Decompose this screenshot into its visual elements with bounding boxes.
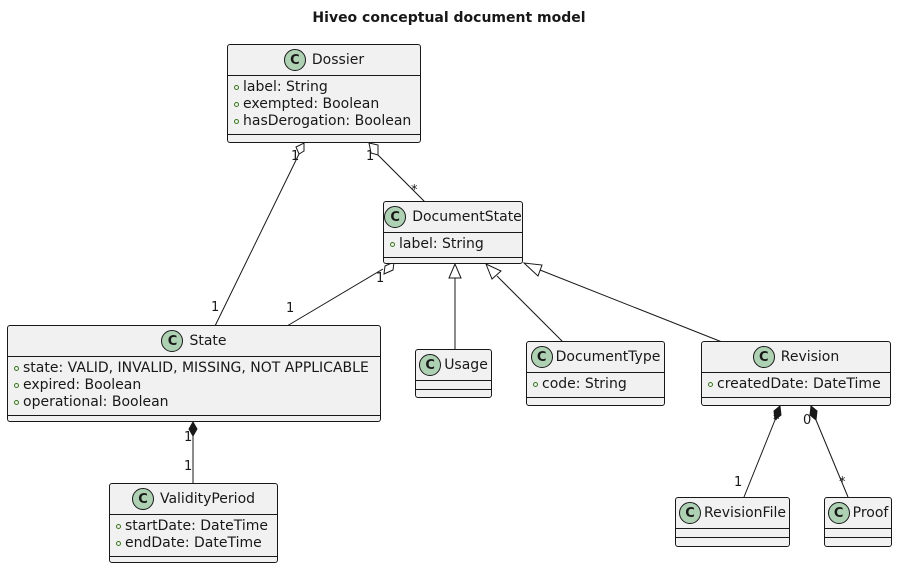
class-name: Proof	[852, 505, 889, 521]
aggregation-diamond-dossier-state	[295, 142, 305, 155]
mult-documentstate-state-to: 1	[286, 301, 295, 316]
class-state[interactable]: C State state: VALID, INVALID, MISSING, N…	[7, 325, 381, 422]
relation-revision-documentstate	[539, 269, 723, 343]
class-attribute: label: String	[390, 236, 516, 253]
public-visibility-icon	[14, 400, 19, 405]
inheritance-arrow-revision	[522, 262, 543, 277]
class-name: DocumentState	[412, 209, 522, 225]
public-visibility-icon	[234, 85, 239, 90]
class-attribute: endDate: DateTime	[116, 535, 271, 552]
class-validityperiod[interactable]: C ValidityPeriod startDate: DateTime endD…	[109, 483, 278, 563]
relation-dossier-state	[214, 153, 300, 327]
class-name: DocumentType	[555, 349, 661, 365]
class-icon: C	[530, 346, 553, 368]
composition-diamond-revision-proof	[809, 405, 818, 421]
class-icon: C	[384, 206, 407, 228]
public-visibility-icon	[14, 383, 19, 388]
attributes-compartment	[676, 528, 789, 537]
class-icon: C	[752, 346, 775, 368]
class-name: Usage	[444, 357, 488, 373]
diagram-title: Hiveo conceptual document model	[312, 10, 586, 26]
public-visibility-icon	[390, 242, 395, 247]
class-name: ValidityPeriod	[159, 491, 256, 507]
class-attribute: exempted: Boolean	[234, 96, 414, 113]
class-icon: C	[679, 502, 702, 524]
class-icon: C	[131, 488, 154, 510]
relation-revision-revisionfile	[743, 419, 776, 498]
methods-compartment	[228, 134, 420, 143]
class-icon: C	[283, 49, 306, 71]
mult-dossier-documentstate-from: 1	[366, 149, 375, 164]
class-icon: C	[161, 330, 184, 352]
public-visibility-icon	[234, 102, 239, 107]
mult-revision-proof-from: 0	[803, 413, 812, 428]
class-documentstate[interactable]: C DocumentState label: String	[383, 201, 523, 264]
public-visibility-icon	[533, 382, 538, 387]
class-attribute: label: String	[234, 79, 414, 96]
relation-dossier-documentstate	[377, 154, 426, 203]
class-name: Dossier	[311, 52, 365, 68]
public-visibility-icon	[116, 541, 121, 546]
class-attribute: startDate: DateTime	[116, 518, 271, 535]
attributes-compartment	[416, 380, 491, 389]
public-visibility-icon	[708, 382, 713, 387]
class-attribute: expired: Boolean	[14, 377, 374, 394]
public-visibility-icon	[234, 119, 239, 124]
class-name: Revision	[780, 349, 840, 365]
composition-diamond-state	[188, 420, 198, 438]
attributes-compartment	[825, 528, 891, 537]
class-attribute: hasDerogation: Boolean	[234, 113, 414, 130]
mult-revision-proof-to: *	[839, 475, 846, 490]
public-visibility-icon	[14, 366, 19, 371]
inheritance-arrow-documenttype	[485, 263, 502, 280]
aggregation-diamond-documentstate-state	[383, 261, 395, 275]
relation-documentstate-state	[286, 268, 384, 327]
relation-documenttype-documentstate	[496, 275, 564, 343]
class-attribute: code: String	[533, 376, 658, 393]
class-icon: C	[827, 502, 850, 524]
class-attribute: state: VALID, INVALID, MISSING, NOT APPL…	[14, 360, 374, 377]
mult-revision-revisionfile-to: 1	[734, 475, 743, 490]
methods-compartment	[527, 397, 664, 406]
methods-compartment	[384, 257, 522, 266]
public-visibility-icon	[116, 524, 121, 529]
mult-dossier-state-from: 1	[291, 149, 300, 164]
aggregation-diamond-dossier-documentstate	[368, 142, 379, 156]
mult-dossier-documentstate-to: *	[411, 183, 418, 198]
class-dossier[interactable]: C Dossier label: String exempted: Boolean…	[227, 44, 421, 143]
class-icon: C	[419, 354, 442, 376]
methods-compartment	[416, 389, 491, 398]
mult-documentstate-state-from: 1	[376, 271, 385, 286]
class-attribute: createdDate: DateTime	[708, 376, 884, 393]
methods-compartment	[702, 397, 890, 406]
class-attribute: operational: Boolean	[14, 394, 374, 411]
methods-compartment	[8, 415, 380, 424]
mult-revision-revisionfile-from: *	[773, 413, 780, 428]
mult-state-validityperiod-to: 1	[184, 459, 193, 474]
mult-dossier-state-to: 1	[211, 300, 220, 315]
methods-compartment	[676, 537, 789, 546]
class-name: RevisionFile	[704, 505, 786, 521]
class-revision[interactable]: C Revision createdDate: DateTime	[701, 341, 891, 406]
inheritance-arrow-usage	[448, 262, 462, 279]
methods-compartment	[825, 537, 891, 546]
class-name: State	[189, 333, 227, 349]
mult-state-validityperiod-from: 1	[184, 430, 193, 445]
composition-diamond-revision-revisionfile	[773, 405, 782, 421]
relation-revision-proof	[815, 419, 849, 498]
methods-compartment	[110, 556, 277, 565]
